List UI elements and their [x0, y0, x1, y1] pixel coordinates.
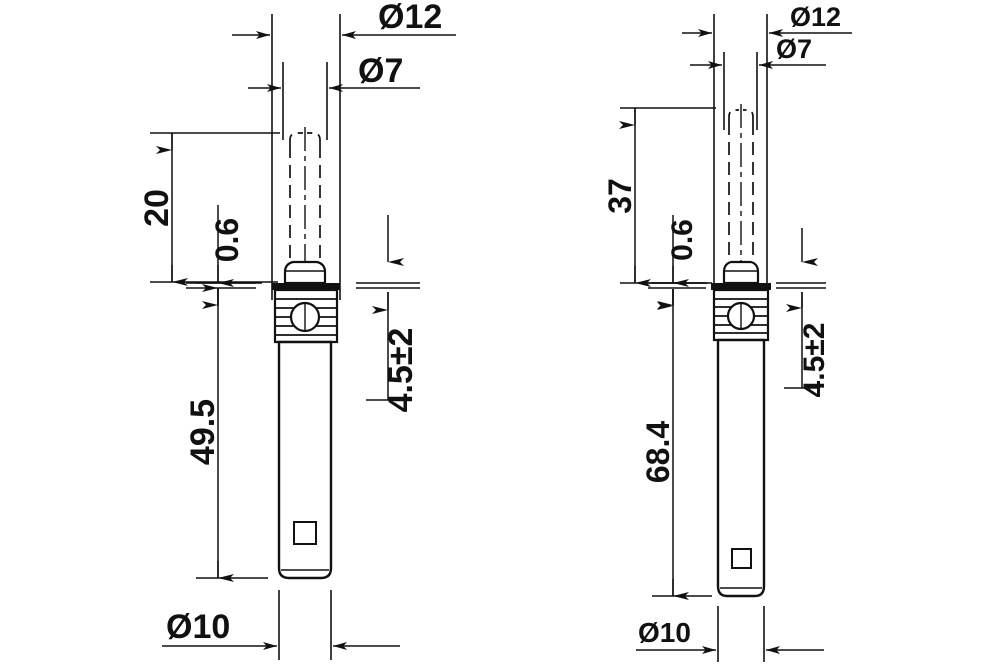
left-dia7-label: Ø7	[358, 52, 403, 90]
right-hidden-bore-top	[728, 109, 754, 122]
right-dia7-extension-lines	[723, 52, 758, 130]
right-shaft	[716, 338, 766, 598]
right-shaft-slot	[731, 548, 752, 569]
left-len45-dimension	[356, 215, 420, 401]
right-hidden-bore	[728, 122, 754, 268]
right-flange	[711, 283, 771, 290]
left-thk06-label: 0.6	[209, 218, 245, 262]
right-len45-label: 4.5±2	[798, 323, 831, 398]
left-dia12-extension-lines	[271, 14, 341, 300]
right-len684-label: 68.4	[640, 421, 676, 483]
left-dia10-label: Ø10	[166, 608, 230, 646]
left-len495-label: 49.5	[184, 399, 222, 465]
right-len45-dimension	[776, 228, 826, 389]
left-shaft-slot	[293, 521, 317, 545]
left-shaft	[277, 340, 333, 580]
left-hidden-bore-top	[289, 132, 321, 145]
left-dia12-label: Ø12	[378, 0, 442, 36]
right-thk06-label: 0.6	[666, 219, 699, 261]
right-dia10-extension-lines	[717, 606, 765, 662]
left-hidden-bore	[289, 145, 321, 268]
right-len37-label: 37	[602, 178, 638, 214]
left-len45-label: 4.5±2	[382, 328, 420, 413]
left-head-pin	[283, 260, 327, 285]
left-view: Ø12 Ø7 20	[138, 0, 456, 660]
right-head-pin	[722, 260, 760, 285]
right-dia7-label: Ø7	[776, 34, 812, 64]
left-dia7-extension-lines	[282, 62, 328, 140]
right-view: Ø12 Ø7 37	[602, 2, 852, 662]
left-flange	[272, 283, 340, 290]
right-dia10-label: Ø10	[638, 617, 691, 648]
left-len20-label: 20	[138, 189, 176, 227]
right-dia12-label: Ø12	[790, 2, 841, 32]
left-dia10-extension-lines	[278, 590, 332, 660]
